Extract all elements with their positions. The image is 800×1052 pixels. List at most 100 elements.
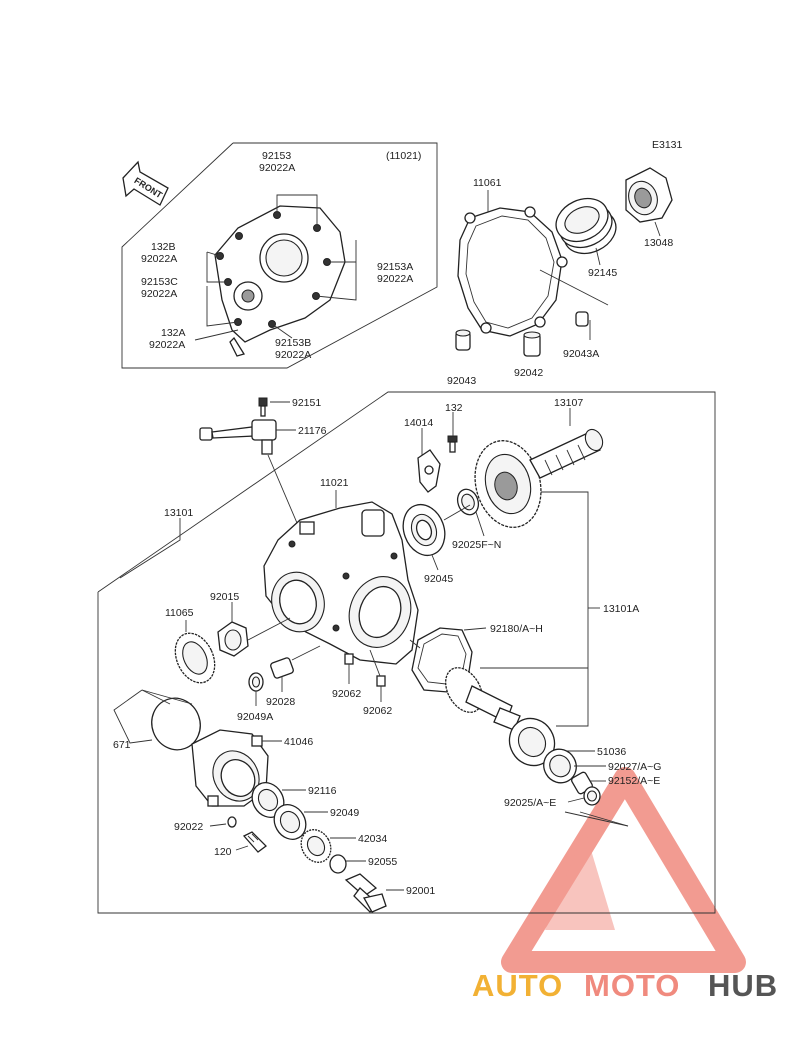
label-92153A: 92153A	[377, 261, 413, 273]
leader-92045	[431, 554, 439, 571]
label-92022A-153C: 92022A	[141, 288, 177, 300]
plug-92062-b	[376, 675, 386, 687]
plug-92062-a	[344, 653, 354, 665]
bracket-13101A	[480, 491, 600, 727]
leader-120	[235, 845, 249, 851]
pin-92043A	[575, 311, 589, 327]
label-13101: 13101	[164, 507, 193, 519]
label-42034: 42034	[358, 833, 387, 845]
label-92045: 92045	[424, 573, 453, 585]
label-92025F-N: 92025F~N	[452, 539, 501, 551]
label-92043A: 92043A	[563, 348, 599, 360]
label-92153C: 92153C	[141, 276, 178, 288]
diagram-code: E3131	[652, 139, 683, 151]
housing-41046	[191, 729, 269, 807]
watermark-inner-peak	[545, 830, 615, 930]
inset-box	[121, 142, 438, 369]
nut-92015	[217, 621, 249, 657]
shim-92025F-N	[456, 488, 480, 516]
bolt-120	[242, 831, 267, 853]
gasket-11061	[457, 206, 568, 337]
leader-671-a	[141, 689, 171, 705]
label-11065: 11065	[165, 607, 194, 619]
oring-671	[151, 697, 201, 751]
watermark-hub: HUB	[708, 968, 778, 1003]
label-132: 132	[445, 402, 463, 414]
oring-92055	[329, 854, 347, 874]
label-92062-a: 92062	[332, 688, 361, 700]
leader-92025-A-E-b	[564, 811, 629, 827]
leader-92025F-N	[475, 511, 485, 537]
pinion-gear	[445, 667, 521, 731]
leader-92145	[595, 247, 601, 266]
label-92015: 92015	[210, 591, 239, 603]
label-13107: 13107	[554, 397, 583, 409]
label-92116: 92116	[308, 785, 337, 797]
label-14014: 14014	[404, 417, 433, 429]
label-132B: 132B	[151, 241, 176, 253]
label-92042: 92042	[514, 367, 543, 379]
leader-92180-case	[409, 639, 421, 649]
label-92152: 92152/A~E	[608, 775, 660, 787]
bearing-92045	[402, 503, 446, 557]
inset-leaders	[194, 194, 357, 341]
leader-sensor-case	[267, 454, 301, 531]
watermark-moto: MOTO	[584, 968, 680, 1003]
shim-92027	[543, 748, 577, 784]
label-92055: 92055	[368, 856, 397, 868]
bolt-92001	[344, 873, 387, 913]
label-120: 120	[214, 846, 232, 858]
sensor-21176	[199, 419, 277, 455]
label-92027: 92027/A~G	[608, 761, 661, 773]
leader-13101	[119, 518, 181, 579]
label-92062-b: 92062	[363, 705, 392, 717]
watermark-auto: AUTO	[472, 968, 563, 1003]
ring-gear-13107	[474, 428, 604, 528]
label-13101A: 13101A	[603, 603, 639, 615]
main-assembly-box	[97, 391, 716, 914]
label-92180: 92180/A~H	[490, 623, 543, 635]
oring-92049A	[248, 672, 264, 692]
label-92022A-153A: 92022A	[377, 273, 413, 285]
bracket-14014	[417, 449, 441, 493]
shim-92025-A-E	[583, 786, 601, 806]
bearing-51036	[508, 717, 556, 767]
bolt-132	[447, 435, 458, 453]
front-arrow-icon: FRONT	[122, 160, 169, 206]
label-132A: 132A	[161, 327, 186, 339]
label-92022A-top: 92022A	[259, 162, 295, 174]
label-11021: 11021	[320, 477, 349, 489]
leader-671-c	[141, 689, 193, 705]
label-92022A-132A: 92022A	[149, 339, 185, 351]
label-671: 671	[113, 739, 131, 751]
spacer-92028	[270, 657, 294, 679]
label-92049A: 92049A	[237, 711, 273, 723]
leader-shim-bearing	[443, 504, 471, 521]
leader-92062-case	[369, 649, 381, 677]
inset-ref-label: (11021)	[386, 150, 421, 162]
leader-92022	[209, 823, 227, 827]
bolt-92151	[258, 397, 268, 417]
label-92025-A-E: 92025/A~E	[504, 797, 556, 809]
label-51036: 51036	[597, 746, 626, 758]
case-cover-plate	[214, 205, 346, 357]
oil-seal-92049	[273, 804, 307, 840]
leader-92028-case	[291, 645, 321, 661]
label-92022A-153B: 92022A	[275, 349, 311, 361]
leader-92180	[463, 627, 487, 631]
label-92049: 92049	[330, 807, 359, 819]
label-13048: 13048	[644, 237, 673, 249]
washer-92022	[227, 816, 237, 828]
label-11061: 11061	[473, 177, 502, 189]
spring-92145	[555, 197, 617, 255]
label-21176: 21176	[298, 425, 327, 437]
label-92145: 92145	[588, 267, 617, 279]
final-gear-case-11021	[263, 501, 419, 665]
label-92151: 92151	[292, 397, 321, 409]
bearing-11065	[174, 632, 216, 684]
leader-671-b	[113, 689, 153, 744]
label-92028: 92028	[266, 696, 295, 708]
dowel-92042	[523, 331, 541, 357]
dowel-92043	[455, 329, 471, 351]
